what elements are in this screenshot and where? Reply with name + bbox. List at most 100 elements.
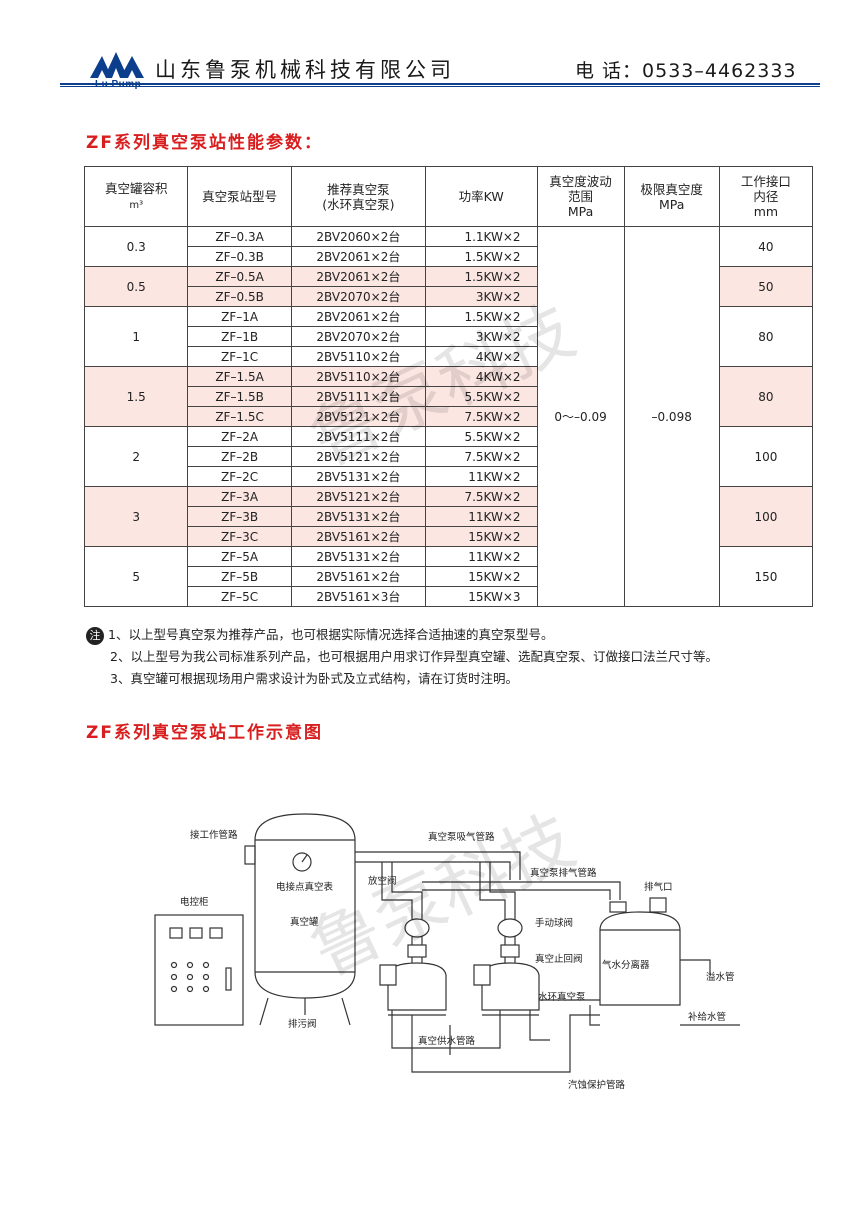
- cell-volume: 3: [83, 486, 189, 547]
- cell-model: ZF–1.5B: [187, 386, 292, 407]
- vacuum-tank: [254, 813, 356, 999]
- cell-model: ZF–0.5A: [187, 266, 292, 287]
- note-badge: 注: [86, 626, 104, 645]
- cell-port: 50: [718, 266, 814, 307]
- cell-limit-vacuum: –0.098: [623, 226, 720, 607]
- cell-power: 1.5KW×2: [424, 246, 538, 267]
- cell-power: 1.1KW×2: [424, 226, 538, 247]
- cell-model: ZF–1.5C: [187, 406, 292, 427]
- header-power: 功率KW: [424, 166, 538, 227]
- phone-number: ：0533–4462333: [622, 60, 797, 82]
- cell-model: ZF–2B: [187, 446, 292, 467]
- cell-power: 3KW×2: [424, 286, 538, 307]
- ball-valve-1: [404, 918, 430, 938]
- cell-port: 100: [718, 426, 814, 487]
- label-check-valve: 真空止回阀: [535, 953, 583, 965]
- work-diagram: 接工作管路 电接点真空表 真空罐 电控柜 排污阀 放空阀 真空泵吸气管路 真空泵…: [154, 813, 740, 1091]
- cell-port: 150: [718, 546, 814, 607]
- cell-power: 1.5KW×2: [424, 266, 538, 287]
- cell-model: ZF–5A: [187, 546, 292, 567]
- cell-pump: 2BV5121×2台: [290, 446, 426, 467]
- cell-model: ZF–1.5A: [187, 366, 292, 387]
- cell-power: 3KW×2: [424, 326, 538, 347]
- label-work-pipe: 接工作管路: [190, 829, 238, 841]
- header-model: 真空泵站型号: [187, 166, 292, 227]
- cell-pump: 2BV2070×2台: [290, 286, 426, 307]
- label-ball-valve: 手动球阀: [535, 917, 573, 929]
- cell-pump: 2BV5161×3台: [290, 586, 426, 607]
- ball-valve-2: [497, 918, 523, 938]
- company-name: 山东鲁泵机械科技有限公司: [155, 58, 455, 82]
- cell-model: ZF–5C: [187, 586, 292, 607]
- label-drain: 排污阀: [288, 1018, 317, 1030]
- cell-model: ZF–1C: [187, 346, 292, 367]
- cell-pump: 2BV5121×2台: [290, 486, 426, 507]
- cell-volume: 1.5: [83, 366, 189, 427]
- label-gauge: 电接点真空表: [276, 881, 334, 893]
- cell-model: ZF–3C: [187, 526, 292, 547]
- cell-model: ZF–0.3B: [187, 246, 292, 267]
- diagram-labels: 接工作管路 电接点真空表 真空罐 电控柜 排污阀 放空阀 真空泵吸气管路 真空泵…: [180, 829, 735, 1091]
- cell-power: 1.5KW×2: [424, 306, 538, 327]
- cell-pump: 2BV5161×2台: [290, 566, 426, 587]
- cell-model: ZF–0.5B: [187, 286, 292, 307]
- cell-pump: 2BV5131×2台: [290, 546, 426, 567]
- label-water-supply: 真空供水管路: [418, 1035, 476, 1047]
- note-item: 2、以上型号为我公司标准系列产品，也可根据用户用求订作异型真空罐、选配真空泵、订…: [110, 649, 718, 664]
- note-item: 3、真空罐可根据现场用户需求设计为卧式及立式结构，请在订货时注明。: [110, 671, 518, 686]
- cell-model: ZF–3A: [187, 486, 292, 507]
- cell-pump: 2BV2061×2台: [290, 266, 426, 287]
- cell-power: 11KW×2: [424, 546, 538, 567]
- phone-label: 电 话: [575, 60, 623, 82]
- cell-port: 40: [718, 226, 814, 267]
- cell-model: ZF–5B: [187, 566, 292, 587]
- label-makeup: 补给水管: [688, 1011, 726, 1023]
- water-ring-pump-1: [387, 962, 447, 1011]
- cell-pump: 2BV5111×2台: [290, 426, 426, 447]
- cell-pump: 2BV5131×2台: [290, 506, 426, 527]
- cell-model: ZF–1B: [187, 326, 292, 347]
- page-header: Lu Pump 山东鲁泵机械科技有限公司 电 话：0533–4462333: [0, 0, 860, 100]
- header-pump: 推荐真空泵(水环真空泵): [290, 166, 426, 227]
- cell-pump: 2BV5121×2台: [290, 406, 426, 427]
- label-cavitation: 汽蚀保护管路: [568, 1079, 626, 1091]
- cell-pump: 2BV5161×2台: [290, 526, 426, 547]
- label-vent-valve: 放空阀: [368, 875, 397, 887]
- cell-power: 4KW×2: [424, 366, 538, 387]
- cell-fluctuation: 0～–0.09: [536, 226, 625, 607]
- cell-pump: 2BV5131×2台: [290, 466, 426, 487]
- cell-volume: 2: [83, 426, 189, 487]
- cell-model: ZF–2C: [187, 466, 292, 487]
- section-title-parameters: ZF系列真空泵站性能参数：: [86, 133, 323, 153]
- phone-info: 电 话：0533–4462333: [575, 56, 797, 83]
- cell-power: 4KW×2: [424, 346, 538, 367]
- vacuum-gauge: [292, 852, 312, 872]
- cell-port: 100: [718, 486, 814, 547]
- cell-power: 5.5KW×2: [424, 426, 538, 447]
- label-exhaust-port: 排气口: [644, 881, 673, 893]
- cell-port: 80: [718, 306, 814, 367]
- cell-power: 11KW×2: [424, 466, 538, 487]
- control-cabinet: [154, 914, 244, 1026]
- header-rule: [60, 83, 820, 85]
- cell-port: 80: [718, 366, 814, 427]
